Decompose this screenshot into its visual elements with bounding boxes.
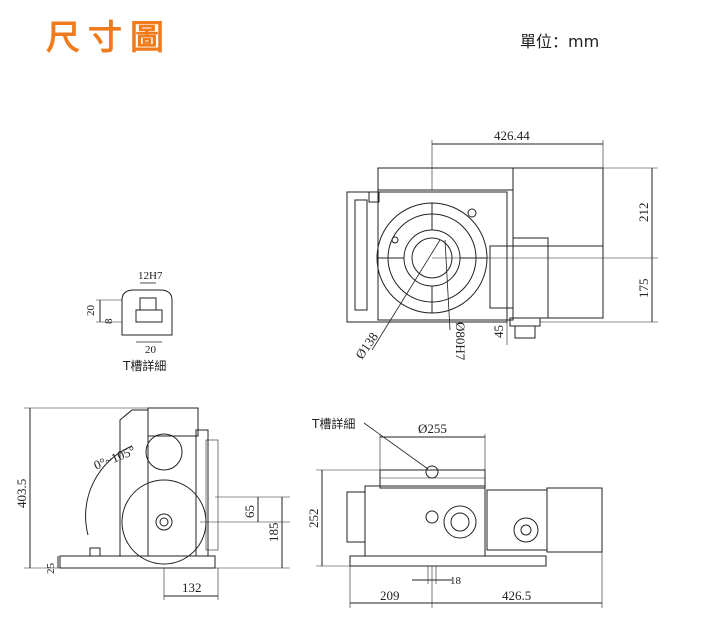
top-leader-bore [371, 239, 441, 351]
front-gear-circle [513, 517, 539, 543]
side-view [24, 407, 290, 600]
front-dim-slot: 18 [450, 575, 462, 587]
side-dim-offset: 132 [182, 580, 202, 595]
t-slot-base [135, 309, 163, 323]
front-motor [546, 487, 603, 553]
side-scale [205, 439, 219, 551]
front-table-disc-inner [450, 512, 470, 532]
top-shaft-knob [514, 325, 536, 339]
t-slot-dim-depth: 8 [103, 318, 115, 324]
front-view [316, 422, 603, 608]
top-dim-fit: Ø80H7 [453, 322, 468, 361]
side-dim-base: 25 [45, 563, 57, 575]
top-leader-fit [444, 239, 451, 331]
side-trunnion-center [159, 517, 169, 527]
side-motor-circle [145, 433, 183, 471]
top-base-plate [346, 191, 508, 323]
side-dim-center-a: 65 [242, 505, 257, 518]
side-column [119, 409, 149, 556]
side-handle [89, 547, 101, 557]
top-gear-cover [489, 245, 514, 309]
front-table [379, 469, 486, 489]
top-dim-width: 426.44 [494, 128, 530, 143]
side-dim-center-b: 185 [266, 523, 281, 543]
side-motor-top [147, 407, 199, 437]
front-side-block [346, 491, 366, 543]
front-dim-table: Ø255 [418, 421, 447, 436]
top-corner-bolt [368, 191, 380, 203]
top-motor-lower [547, 245, 604, 319]
t-slot-outline [121, 289, 173, 336]
top-side-block [354, 199, 368, 311]
top-table-bolt [467, 208, 477, 218]
top-dim-shaft: 45 [491, 325, 506, 338]
side-dim-tilt: 0°~105° [92, 443, 138, 473]
front-base-plate [349, 555, 547, 567]
side-dim-height: 403.5 [14, 479, 29, 508]
unit-label: 單位：mm [520, 32, 600, 51]
front-dim-height: 252 [306, 509, 321, 529]
t-slot-neck [139, 297, 157, 311]
front-leader-t-slot [363, 422, 429, 470]
top-dim-bore: Ø138 [352, 329, 381, 361]
side-trunnion [121, 479, 207, 565]
side-rear-frame [195, 429, 209, 557]
t-slot-label: T槽詳細 [122, 358, 166, 373]
front-center-bolt [425, 510, 439, 524]
t-slot-detail [96, 282, 173, 343]
top-gearbox [512, 237, 549, 319]
front-t-slot-marker [425, 465, 439, 479]
page-title: 尺寸圖 [46, 18, 172, 58]
top-dim-upper: 212 [636, 203, 651, 223]
top-view [346, 140, 658, 351]
side-trunnion-hub [155, 513, 173, 531]
top-table-hole [391, 236, 399, 244]
top-motor-upper [512, 167, 604, 247]
front-t-slot-label: T槽詳細 [311, 416, 355, 431]
side-tilt-arc [85, 445, 133, 536]
top-shaft [509, 317, 541, 327]
top-dim-lower: 175 [636, 279, 651, 299]
front-dim-total: 426.5 [502, 588, 531, 603]
t-slot-dim-height: 20 [85, 305, 97, 317]
front-dim-left: 209 [380, 588, 400, 603]
front-housing [364, 485, 486, 557]
side-base-plate [59, 555, 216, 569]
t-slot-dim-slot: 12H7 [138, 270, 163, 282]
front-gear-center [520, 524, 532, 536]
front-gearbox [486, 489, 548, 551]
front-table-disc [443, 505, 477, 539]
t-slot-dim-bottom: 20 [145, 344, 157, 356]
